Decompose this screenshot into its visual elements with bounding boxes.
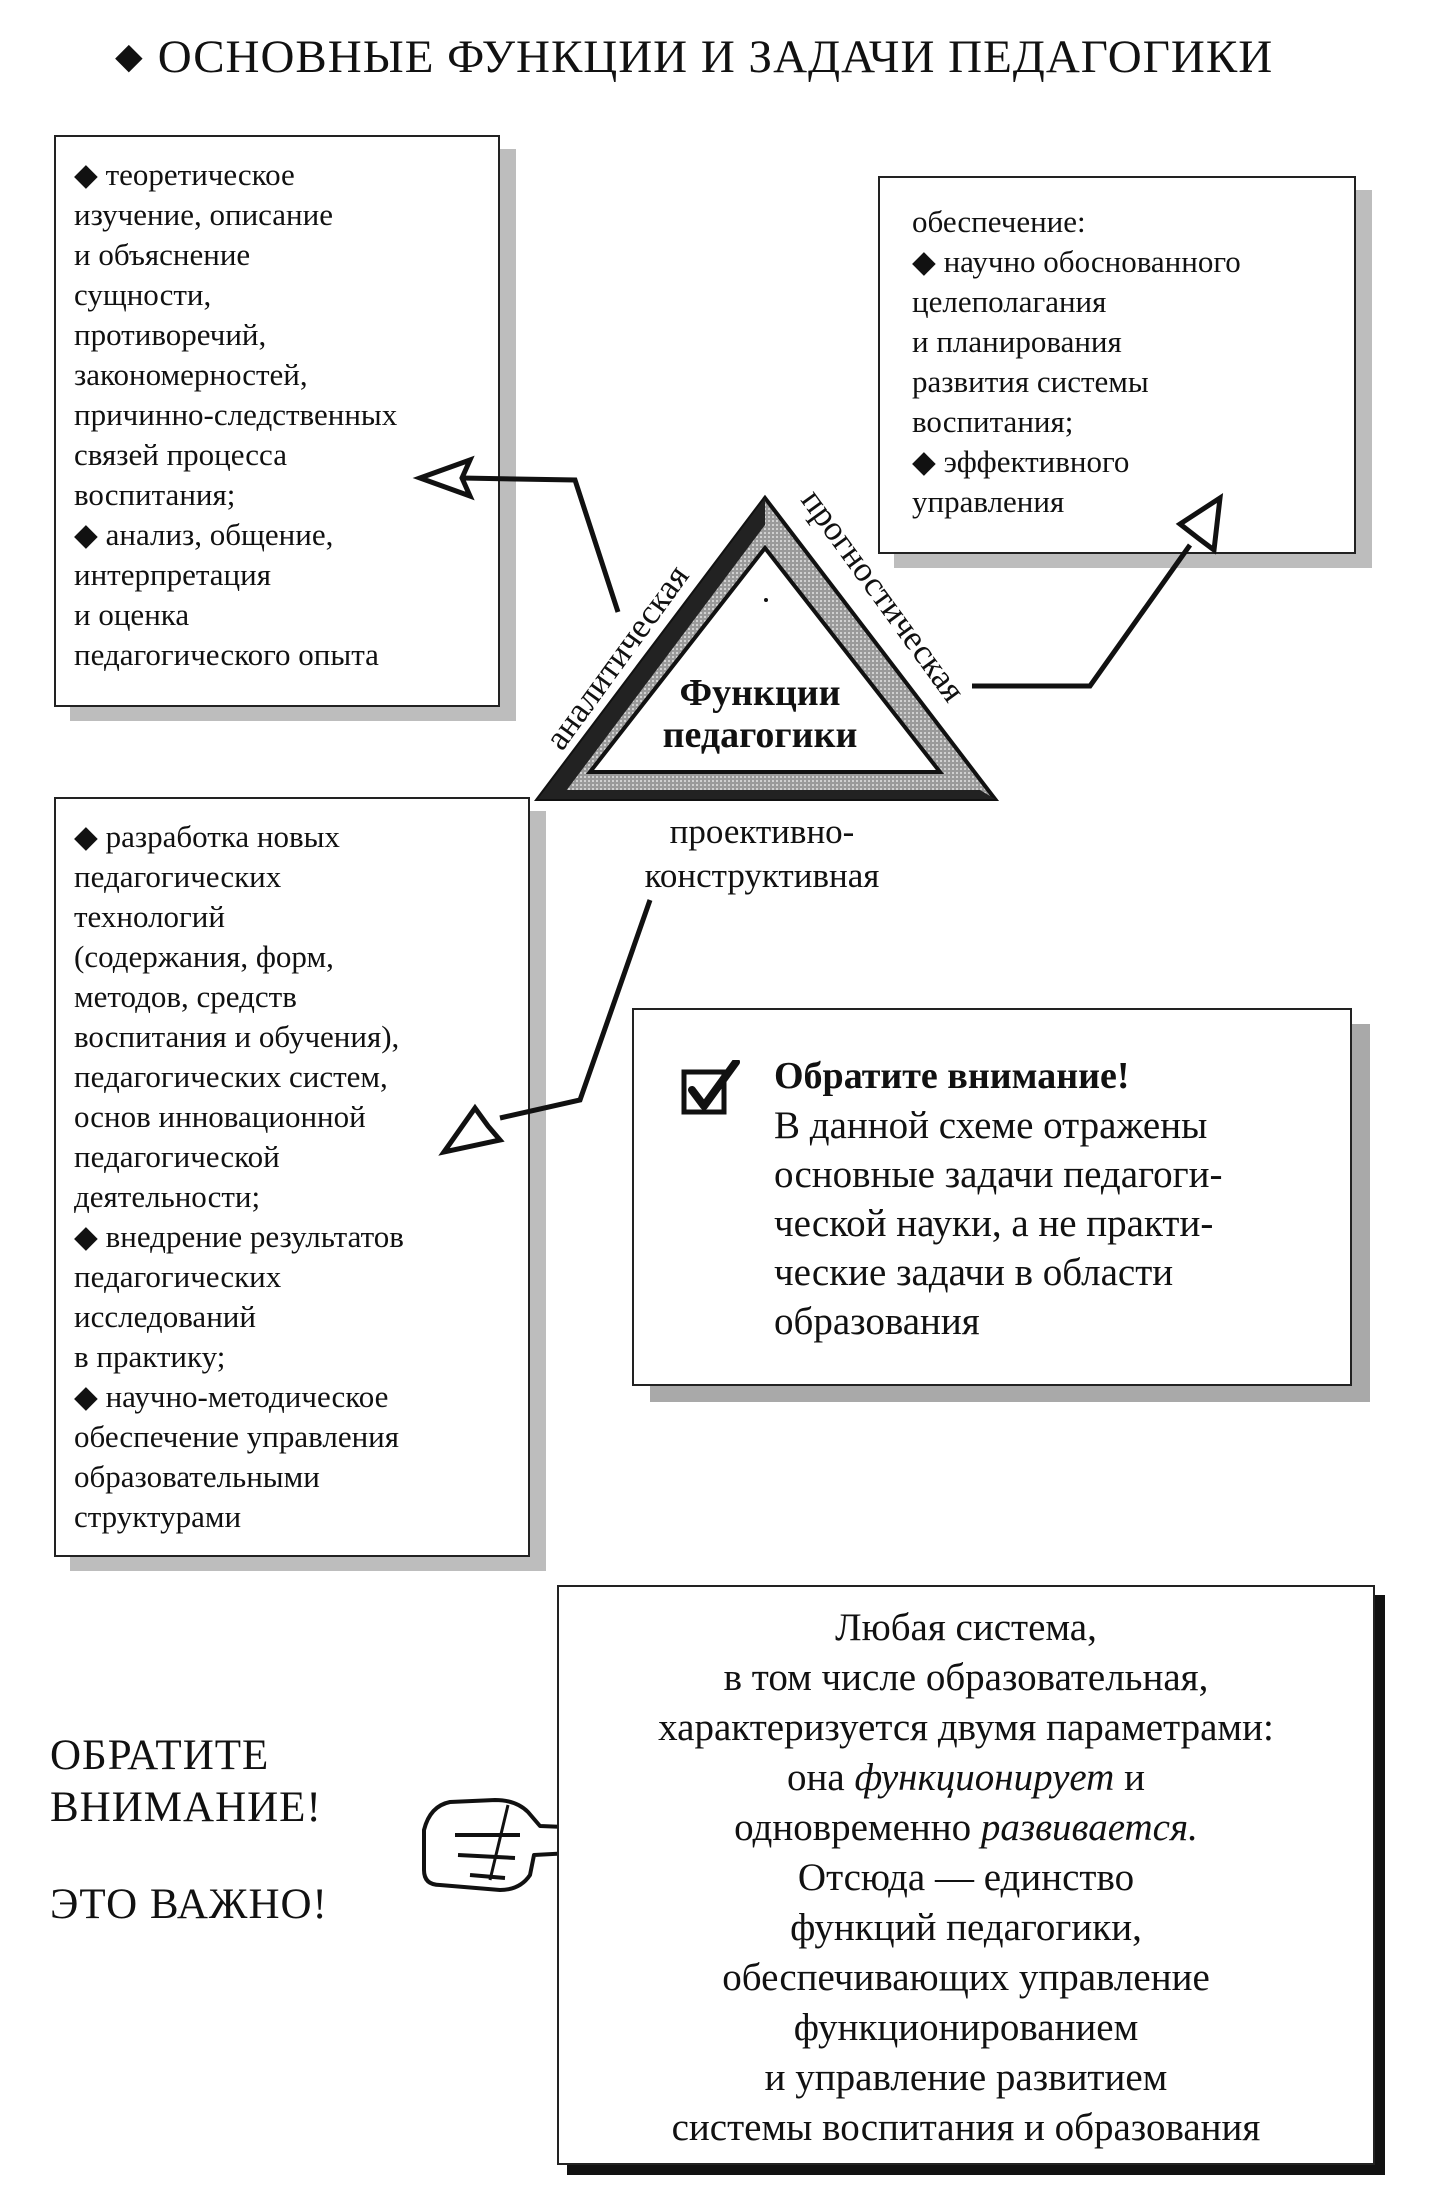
projective-text-line: методов, средств — [74, 979, 297, 1014]
projective-text-line: воспитания и обучения), — [74, 1019, 400, 1054]
projective-side-label: проективно- конструктивная — [602, 810, 922, 898]
system-line-6: Отсюда — единство — [797, 1856, 1135, 1899]
system-line-4: она функционирует и — [559, 1753, 1373, 1803]
prognostic-text-line: развития системы — [912, 364, 1149, 399]
prognostic-text-line: управления — [912, 484, 1065, 519]
arrow-analytical-head — [412, 455, 475, 501]
checkbox-check-icon — [681, 1060, 740, 1115]
system-box: Любая система, в том числе образовательн… — [557, 1585, 1375, 2165]
title-text: ОСНОВНЫЕ ФУНКЦИИ И ЗАДАЧИ ПЕДАГОГИКИ — [157, 31, 1274, 83]
system-line-5b: развивается. — [980, 1806, 1198, 1849]
projective-text-line: педагогической — [74, 1139, 280, 1174]
projective-text-line: технологий — [74, 899, 225, 934]
projective-text-line: основ инновационной — [74, 1099, 366, 1134]
attention-box: Обратите внимание! В данной схеме отраже… — [632, 1008, 1352, 1386]
triangle-bottom-edge — [538, 790, 995, 799]
system-line-5: одновременно развивается. — [559, 1803, 1373, 1853]
analytical-text-line: причинно-следственных — [74, 397, 398, 432]
analytical-text-line: ◆ анализ, общение, — [74, 517, 334, 552]
triangle-center-label: Функции педагогики — [630, 672, 890, 756]
arrow-projective — [499, 899, 653, 1121]
center-label-line1: Функции — [679, 672, 841, 714]
prognostic-text-line: ◆ эффективного — [912, 444, 1130, 479]
system-line-5a: одновременно — [734, 1806, 981, 1849]
attention-header: Обратите внимание! — [774, 1055, 1130, 1097]
side-note-important: ЭТО ВАЖНО! — [50, 1881, 328, 1928]
projective-text-line: обеспечение управления — [74, 1419, 400, 1454]
system-line-10: и управление развитием — [764, 2056, 1168, 2099]
analytical-text-line: противоречий, — [74, 317, 267, 352]
center-label-line2: педагогики — [662, 714, 858, 756]
projective-text-line: педагогических — [74, 1259, 282, 1294]
system-line-8: обеспечивающих управление — [722, 1956, 1210, 1999]
prognostic-text-line: воспитания; — [912, 404, 1074, 439]
projective-label-line2: конструктивная — [644, 856, 880, 895]
analytical-text-line: воспитания; — [74, 477, 236, 512]
projective-text-line: структурами — [74, 1499, 242, 1534]
analytical-text-line: изучение, описание — [74, 197, 333, 232]
analytical-text-line: педагогического опыта — [74, 637, 379, 672]
side-note-line2: ВНИМАНИЕ! — [50, 1784, 322, 1831]
projective-label-line1: проективно- — [669, 812, 855, 851]
prognostic-text-line: ◆ научно обоснованного — [912, 244, 1241, 279]
analytical-text-line: сущности, — [74, 277, 212, 312]
projective-text-line: педагогических — [74, 859, 282, 894]
analytical-text-line: и объяснение — [74, 237, 251, 272]
attention-text-line: основные задачи педагоги- — [774, 1153, 1223, 1196]
projective-text-line: образовательными — [74, 1459, 320, 1494]
projective-text-line: ◆ разработка новых — [74, 819, 340, 854]
system-line-11: системы воспитания и образования — [671, 2106, 1261, 2149]
analytical-text-line: ◆ теоретическое — [74, 157, 295, 192]
projective-text-line: ◆ внедрение результатов — [74, 1219, 404, 1254]
analytical-text-line: и оценка — [74, 597, 190, 632]
projective-text-line: (содержания, форм, — [74, 939, 334, 974]
prognostic-text-line: и планирования — [912, 324, 1122, 359]
analytical-text-line: интерпретация — [74, 557, 271, 592]
page-title: ◆ ОСНОВНЫЕ ФУНКЦИИ И ЗАДАЧИ ПЕДАГОГИКИ — [115, 30, 1273, 84]
prognostic-text-line: целеполагания — [912, 284, 1107, 319]
triangle-center-dot — [764, 598, 768, 602]
projective-text-line: исследований — [74, 1299, 256, 1334]
arrow-prognostic — [972, 543, 1193, 689]
analytical-functions-box: ◆ теоретическое изучение, описание и объяс… — [54, 135, 500, 707]
analytical-text-line: связей процесса — [74, 437, 287, 472]
prognostic-text-line: обеспечение: — [912, 204, 1086, 239]
attention-text-line: В данной схеме отражены — [774, 1104, 1208, 1147]
attention-text-line: ческой науки, а не практи- — [774, 1202, 1214, 1245]
arrow-projective-head — [438, 1103, 505, 1156]
projective-text-line: ◆ научно-методическое — [74, 1379, 389, 1414]
projective-text-line: педагогических систем, — [74, 1059, 388, 1094]
projective-functions-box: ◆ разработка новых педагогических технолог… — [54, 797, 530, 1557]
system-line-2: в том числе образовательная, — [723, 1656, 1209, 1699]
arrow-prognostic-head — [1175, 493, 1224, 555]
system-line-4a: она — [787, 1756, 855, 1799]
projective-text-line: в практику; — [74, 1339, 226, 1374]
system-line-7: функций педагогики, — [790, 1906, 1142, 1949]
triangle-inner — [585, 544, 945, 774]
system-line-4c: и — [1114, 1756, 1145, 1799]
system-line-1: Любая система, — [835, 1606, 1097, 1649]
attention-text: В данной схеме отражены основные задачи п… — [774, 1101, 1350, 1346]
system-line-4b: функционирует — [854, 1756, 1115, 1799]
arrow-analytical — [461, 475, 621, 613]
side-note-line1: ОБРАТИТЕ — [50, 1732, 270, 1779]
prognostic-functions-box: обеспечение: ◆ научно обоснованного целепо… — [878, 176, 1356, 554]
attention-text-line: образования — [774, 1300, 980, 1343]
system-line-9: функционированием — [793, 2006, 1139, 2049]
system-line-3: характеризуется двумя параметрами: — [658, 1706, 1274, 1749]
side-note: ОБРАТИТЕ ВНИМАНИЕ! — [50, 1730, 322, 1834]
attention-text-line: ческие задачи в области — [774, 1251, 1174, 1294]
triangle-left-edge — [538, 498, 765, 799]
projective-text-line: деятельности; — [74, 1179, 261, 1214]
analytical-text-line: закономерностей, — [74, 357, 308, 392]
title-bullet: ◆ — [115, 36, 144, 76]
